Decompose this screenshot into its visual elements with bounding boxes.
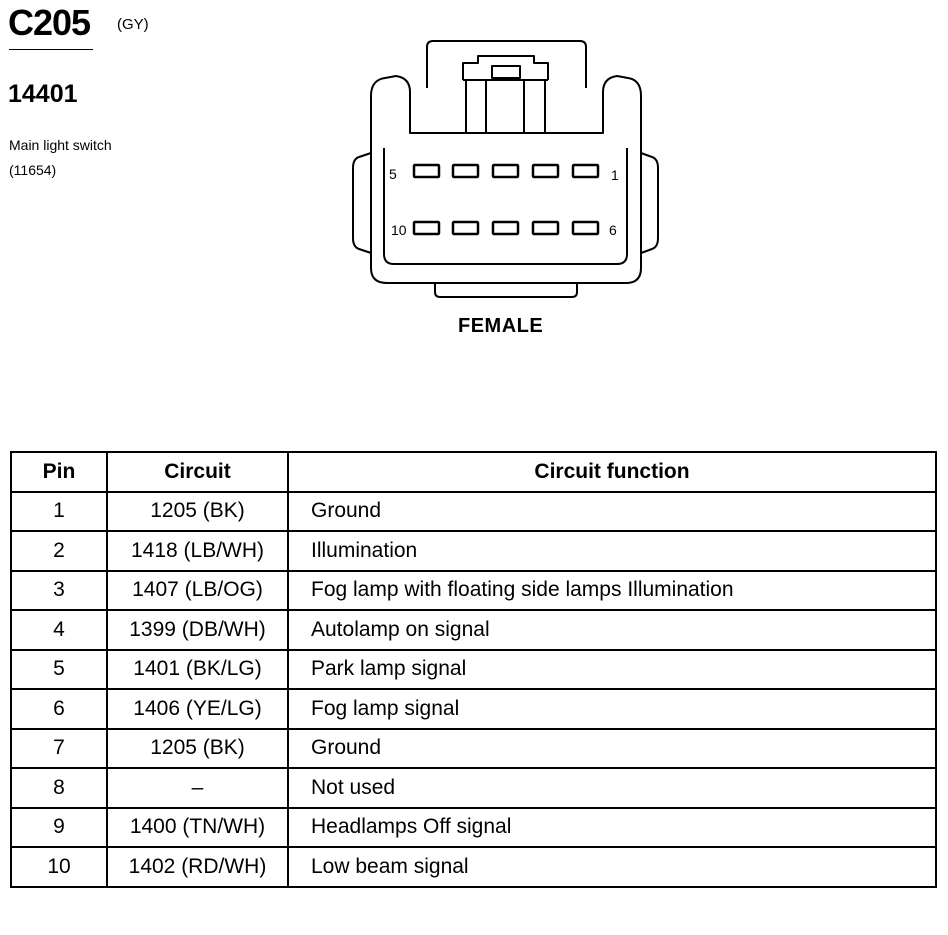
connector-id: C205 — [8, 2, 91, 43]
function-cell: Autolamp on signal — [287, 609, 937, 651]
pin-label-10: 10 — [391, 222, 407, 238]
part-number: 14401 — [8, 80, 78, 108]
connector-housing — [370, 75, 642, 284]
pin-cell: 6 — [10, 688, 108, 730]
connector-bottom-key — [434, 283, 578, 298]
pin-label-1: 1 — [611, 167, 619, 183]
connector-inner-face — [383, 148, 628, 265]
function-cell: Not used — [287, 767, 937, 809]
pin-cavity-8 — [491, 220, 520, 236]
pin-cell: 1 — [10, 490, 108, 532]
right-side-lock — [640, 152, 659, 254]
component-reference-number: (11654) — [9, 162, 57, 178]
circuit-cell: 1401 (BK/LG) — [106, 648, 289, 690]
table-row: 8 – Not used — [10, 767, 937, 809]
table-row: 6 1406 (YE/LG) Fog lamp signal — [10, 688, 937, 730]
table-header-row: Pin Circuit Circuit function — [10, 451, 937, 493]
pin-cell: 5 — [10, 648, 108, 690]
column-header-function: Circuit function — [287, 451, 937, 493]
pin-cavity-4 — [451, 163, 480, 179]
circuit-cell: 1406 (YE/LG) — [106, 688, 289, 730]
pin-cavity-3 — [491, 163, 520, 179]
table-row: 5 1401 (BK/LG) Park lamp signal — [10, 648, 937, 690]
pin-row-bottom — [412, 220, 600, 236]
pin-cavity-7 — [531, 220, 560, 236]
connector-color-code: (GY) — [117, 16, 149, 33]
pin-cavity-2 — [531, 163, 560, 179]
connector-face-diagram: 5 1 10 6 — [352, 40, 659, 298]
function-cell: Park lamp signal — [287, 648, 937, 690]
function-cell: Ground — [287, 727, 937, 769]
circuit-cell: 1407 (LB/OG) — [106, 569, 289, 611]
left-side-lock — [352, 152, 372, 254]
function-cell: Fog lamp signal — [287, 688, 937, 730]
pin-cavity-5 — [412, 163, 441, 179]
function-cell: Ground — [287, 490, 937, 532]
circuit-cell: 1205 (BK) — [106, 727, 289, 769]
circuit-cell: 1399 (DB/WH) — [106, 609, 289, 651]
pin-row-top — [412, 163, 600, 179]
circuit-cell: – — [106, 767, 289, 809]
circuit-cell: 1418 (LB/WH) — [106, 530, 289, 572]
function-cell: Headlamps Off signal — [287, 806, 937, 848]
table-row: 9 1400 (TN/WH) Headlamps Off signal — [10, 806, 937, 848]
pin-cavity-1 — [571, 163, 600, 179]
table-row: 10 1402 (RD/WH) Low beam signal — [10, 846, 937, 888]
circuit-cell: 1402 (RD/WH) — [106, 846, 289, 888]
pinout-table: Pin Circuit Circuit function 1 1205 (BK)… — [10, 451, 937, 888]
function-cell: Fog lamp with floating side lamps Illumi… — [287, 569, 937, 611]
pin-cavity-9 — [451, 220, 480, 236]
column-header-pin: Pin — [10, 451, 108, 493]
connector-latch — [426, 40, 587, 88]
latch-tab — [491, 65, 521, 79]
pin-label-6: 6 — [609, 222, 617, 238]
circuit-cell: 1400 (TN/WH) — [106, 806, 289, 848]
pin-cell: 2 — [10, 530, 108, 572]
pin-cell: 3 — [10, 569, 108, 611]
column-header-circuit: Circuit — [106, 451, 289, 493]
function-cell: Illumination — [287, 530, 937, 572]
function-cell: Low beam signal — [287, 846, 937, 888]
circuit-cell: 1205 (BK) — [106, 490, 289, 532]
table-row: 7 1205 (BK) Ground — [10, 727, 937, 769]
pin-label-5: 5 — [389, 166, 397, 182]
pin-cell: 8 — [10, 767, 108, 809]
pin-cavity-10 — [412, 220, 441, 236]
pin-cell: 10 — [10, 846, 108, 888]
table-row: 2 1418 (LB/WH) Illumination — [10, 530, 937, 572]
pin-cavity-6 — [571, 220, 600, 236]
component-description: Main light switch — [9, 137, 112, 153]
table-row: 4 1399 (DB/WH) Autolamp on signal — [10, 609, 937, 651]
title-underline — [9, 49, 93, 50]
pin-cell: 9 — [10, 806, 108, 848]
table-row: 1 1205 (BK) Ground — [10, 490, 937, 532]
connector-view-label: FEMALE — [458, 315, 544, 337]
table-row: 3 1407 (LB/OG) Fog lamp with floating si… — [10, 569, 937, 611]
pin-cell: 4 — [10, 609, 108, 651]
connector-latch-inner — [462, 55, 549, 80]
pin-cell: 7 — [10, 727, 108, 769]
